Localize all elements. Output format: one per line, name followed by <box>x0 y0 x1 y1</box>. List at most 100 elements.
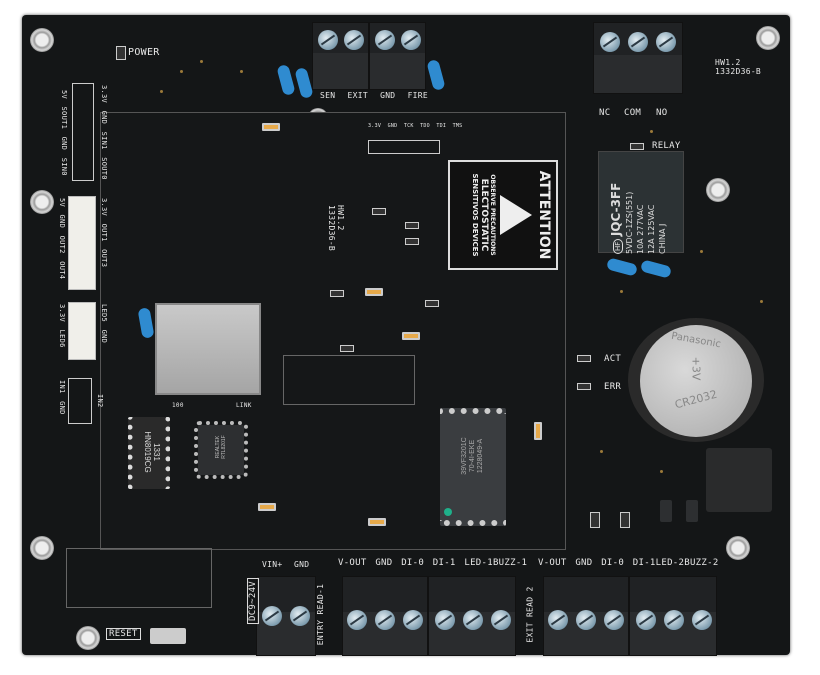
pin-label: LED5 <box>100 304 108 323</box>
screw-icon[interactable] <box>290 606 310 626</box>
screw-icon[interactable] <box>491 610 511 630</box>
label-com: COM <box>624 108 642 118</box>
ethernet-port[interactable] <box>155 303 261 395</box>
reader-1-labels: V-OUT GND DI-0 DI-1 LED-1BUZZ-1 <box>338 558 527 568</box>
screw-icon[interactable] <box>692 610 712 630</box>
screw-icon[interactable] <box>628 32 648 52</box>
screw-icon[interactable] <box>636 610 656 630</box>
output-connector[interactable] <box>68 196 96 290</box>
pin-label: IN2 <box>96 394 104 408</box>
esd-line: ELECTOSTATIC <box>479 178 489 252</box>
relay-spec: 5VDC-1ZS(551) <box>625 191 634 254</box>
pin-label: SOUT1 <box>60 106 68 130</box>
label-nc: NC <box>599 108 611 118</box>
pin-label: 3.3V <box>58 304 66 323</box>
relay-led-label: RELAY <box>652 141 681 151</box>
smd-component <box>402 332 420 340</box>
smd-component <box>365 288 383 296</box>
serial-header-right-labels: 3.3V GND SIN1 SOUT0 <box>100 85 108 180</box>
power-spec-label: DC9~24V <box>247 577 260 625</box>
screw-icon[interactable] <box>600 32 620 52</box>
screw-icon[interactable] <box>403 610 423 630</box>
screw-icon[interactable] <box>435 610 455 630</box>
screw-icon[interactable] <box>548 610 568 630</box>
via <box>760 300 763 303</box>
part-number: 1332D36-B <box>327 205 336 252</box>
screw-icon[interactable] <box>401 30 421 50</box>
pin-label: SIN1 <box>100 131 108 150</box>
jtag-label: TDI <box>436 123 447 129</box>
power-led-label: POWER <box>128 47 160 58</box>
pin-label: GND <box>58 401 66 415</box>
act-led-label: ACT <box>604 354 622 364</box>
smd-component <box>405 222 419 229</box>
smd-component <box>372 208 386 215</box>
label-gnd: GND <box>294 560 310 569</box>
jtag-label: TCK <box>403 123 414 129</box>
label-exit: EXIT <box>347 91 368 100</box>
serial-header <box>72 83 94 181</box>
pin-label: 5V <box>60 90 68 100</box>
chip-text: HN8019CG <box>143 431 152 473</box>
smd-component <box>405 238 419 245</box>
module-outline <box>66 548 212 608</box>
pin-label: SOUT0 <box>100 157 108 180</box>
smd-component <box>660 500 672 522</box>
hw-version: HW1.2 <box>715 58 741 67</box>
pin-label: BUZZ-2 <box>684 558 719 568</box>
pin-label: V-OUT <box>338 558 367 568</box>
via <box>240 70 243 73</box>
via <box>160 90 163 93</box>
smd-component <box>368 518 386 526</box>
chip-text: RTL8201F <box>221 435 227 459</box>
reader-1-name: ENTRY READ-1 <box>316 583 326 646</box>
eth-label-link: LINK <box>236 402 252 409</box>
smd-component <box>340 345 354 352</box>
relay-component: HF JQC-3FF 5VDC-1ZS(551) 10A 277VAC 12A … <box>598 151 684 254</box>
screw-icon[interactable] <box>375 610 395 630</box>
screw-icon[interactable] <box>347 610 367 630</box>
top-terminal-labels: SEN EXIT GND FIRE <box>320 91 428 100</box>
hw-version: HW1.2 <box>336 205 345 231</box>
pin-label: GND <box>60 136 68 151</box>
screw-icon[interactable] <box>664 610 684 630</box>
err-led-label: ERR <box>604 382 622 392</box>
pin-label: OUT4 <box>58 261 66 280</box>
mounting-hole <box>726 536 750 560</box>
reset-button[interactable] <box>150 628 186 644</box>
terminal-block-gnd-fire <box>369 22 426 90</box>
pin-label: V-OUT <box>538 558 567 568</box>
smd-component <box>534 422 542 440</box>
screw-icon[interactable] <box>656 32 676 52</box>
module-outline <box>283 355 415 405</box>
screw-icon[interactable] <box>604 610 624 630</box>
mounting-hole <box>706 178 730 202</box>
pin-label: DI-1 <box>432 558 456 568</box>
output-connector-left-labels: 5V GND OUT2 OUT4 <box>58 198 66 279</box>
via <box>650 130 653 133</box>
screw-icon[interactable] <box>262 606 282 626</box>
screw-icon[interactable] <box>318 30 338 50</box>
mounting-hole <box>76 626 100 650</box>
input-header-left-labels: IN1 GND <box>58 380 66 415</box>
esd-warning-box: ATTENTION OBSERVE PRECAUTIONS ELECTOSTAT… <box>448 160 558 270</box>
jtag-labels: 3.3V GND TCK TDO TDI TMS <box>368 123 463 129</box>
chip-text: 1228049-A <box>477 438 484 474</box>
screw-icon[interactable] <box>344 30 364 50</box>
screw-icon[interactable] <box>375 30 395 50</box>
screw-icon[interactable] <box>576 610 596 630</box>
pin-label: IN1 <box>58 380 66 394</box>
pin-label: OUT2 <box>58 235 66 254</box>
led-connector[interactable] <box>68 302 96 360</box>
battery-polarity: +3V <box>689 356 703 381</box>
input-header <box>68 378 92 424</box>
mounting-hole <box>30 28 54 52</box>
mounting-hole <box>30 190 54 214</box>
jtag-label: 3.3V <box>368 123 382 129</box>
smd-component <box>262 123 280 131</box>
reader-2-name: EXIT READ 2 <box>525 586 535 643</box>
chip-text: 70-4I-EKE <box>469 439 476 473</box>
pin-label: 3.3V <box>100 198 108 217</box>
screw-icon[interactable] <box>463 610 483 630</box>
